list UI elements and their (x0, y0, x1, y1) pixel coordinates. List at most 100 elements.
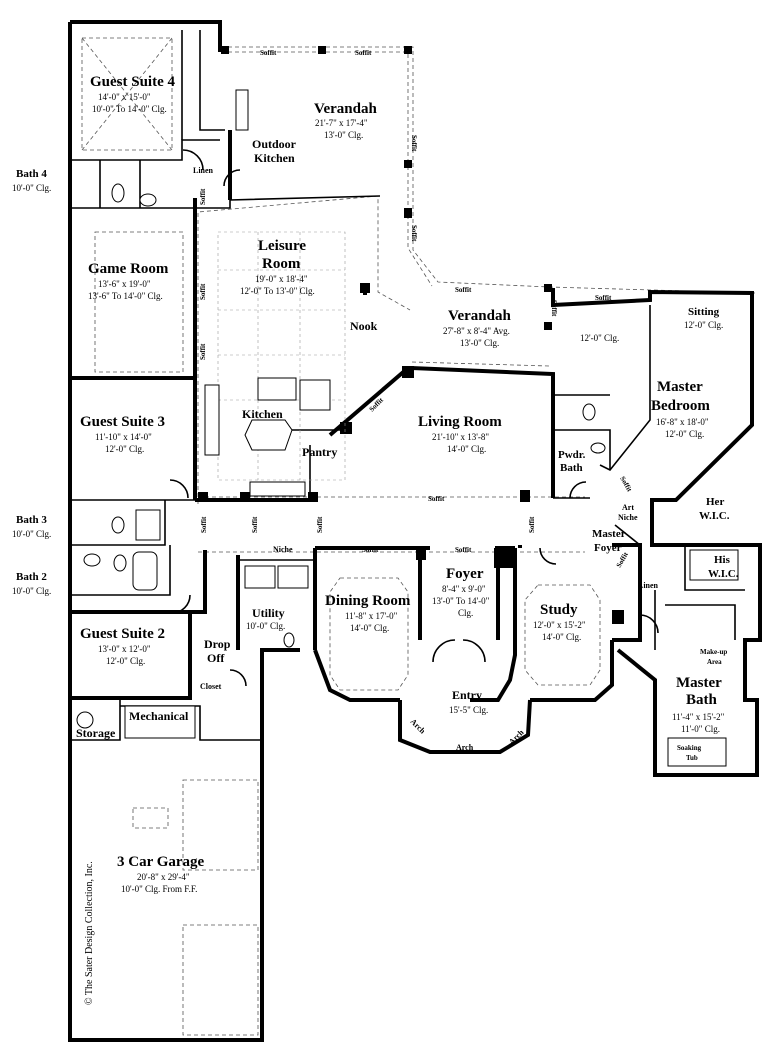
room-ceiling: 12'-0" Clg. (665, 429, 704, 439)
room-name-line2: Room (262, 256, 301, 272)
room-outdoor-kitchen: Outdoor Kitchen (252, 137, 297, 165)
room-name-line1: Master (657, 379, 703, 395)
room-bath-4: Bath 4 10'-0" Clg. (12, 168, 51, 193)
room-ceiling-line1: 13'-0" To 14'-0" (432, 596, 490, 606)
room-garage: 3 Car Garage 20'-8" x 29'-4" 10'-0" Clg.… (117, 854, 205, 894)
room-ceiling: 12'-0" Clg. (684, 320, 723, 330)
soffit-label: Soffit (355, 49, 372, 57)
room-dimensions: 14'-0" x 15'-0" (98, 92, 151, 102)
room-name: Verandah (448, 308, 511, 324)
room-dimensions: 11'-10" x 14'-0" (95, 432, 152, 442)
soffit-label: Soffit (199, 343, 207, 360)
game-room-ceiling (94, 231, 184, 373)
room-name: Utility (252, 606, 285, 620)
room-closet: Closet (200, 682, 222, 691)
room-name-line2: Niche (618, 513, 638, 522)
soffit-label: Soffit (199, 188, 207, 205)
room-name: Storage (76, 726, 116, 740)
room-verandah-mid: Verandah 27'-8" x 8'-4" Avg. 13'-0" Clg. (443, 308, 511, 348)
room-dimensions: 8'-4" x 9'-0" (442, 584, 486, 594)
garage-ceiling-panels (132, 779, 259, 1036)
room-soaking-tub: Soaking Tub (677, 744, 702, 762)
room-ceiling: 12'-0" Clg. (106, 656, 145, 666)
soffit-label: Soffit (199, 283, 207, 300)
room-name-line1: Master (592, 528, 626, 540)
fixtures (76, 89, 739, 767)
room-name: Sitting (688, 306, 720, 318)
room-bath-2: Bath 2 10'-0" Clg. (12, 571, 51, 596)
room-guest-suite-2: Guest Suite 2 13'-0" x 12'-0" 12'-0" Clg… (80, 626, 165, 666)
room-ceiling: 10'-0" Clg. (12, 183, 51, 193)
room-name: Kitchen (242, 407, 283, 421)
room-makeup-area: Make-up Area (700, 648, 727, 666)
study-ceiling-outline (524, 584, 601, 686)
room-game-room: Game Room 13'-6" x 19'-0" 13'-6" To 14'-… (88, 261, 169, 301)
room-dining-room: Dining Room 11'-8" x 17'-0" 14'-0" Clg. (325, 593, 411, 633)
interior-walls (70, 30, 745, 754)
soffit-label: Soffit (316, 516, 324, 533)
room-name: Linen (193, 166, 214, 175)
room-dimensions: 12'-0" x 15'-2" (533, 620, 586, 630)
exterior-walls (68, 20, 762, 1042)
room-name-line1: Master (676, 675, 722, 691)
room-ceiling: 10'-0" Clg. (12, 529, 51, 539)
room-guest-suite-3: Guest Suite 3 11'-10" x 14'-0" 12'-0" Cl… (80, 414, 165, 454)
room-guest-suite-4: Guest Suite 4 14'-0" x 15'-0" 10'-0" To … (90, 74, 176, 114)
room-dimensions: 13'-6" x 19'-0" (98, 279, 151, 289)
arch-label: Arch (409, 717, 428, 736)
room-dimensions: 11'-4" x 15'-2" (672, 712, 725, 722)
room-name: Bath 2 (16, 571, 47, 583)
room-art-niche: Art Niche (618, 503, 638, 522)
room-name: 3 Car Garage (117, 854, 205, 870)
room-dimensions: 20'-8" x 29'-4" (137, 872, 190, 882)
room-storage: Storage (76, 726, 116, 740)
room-ceiling: 13'-0" Clg. (460, 338, 499, 348)
room-name-line2: W.I.C. (699, 510, 730, 522)
room-name-line2: Bath (686, 692, 718, 708)
room-name-line1: Art (622, 503, 634, 512)
room-name-line1: Leisure (258, 238, 306, 254)
room-pwdr-bath: Pwdr. Bath (558, 449, 586, 474)
guest4-ceiling (81, 37, 173, 151)
room-pantry: Pantry (302, 445, 337, 459)
room-study: Study 12'-0" x 15'-2" 14'-0" Clg. (533, 602, 586, 642)
room-foyer: Foyer 8'-4" x 9'-0" 13'-0" To 14'-0" Clg… (432, 566, 490, 618)
soffit-label: Soffit (455, 286, 472, 294)
soffit-label: Soffit (428, 495, 445, 503)
room-name-line2: Area (707, 658, 722, 666)
dining-ceiling-outline (329, 577, 409, 691)
room-sitting: Sitting 12'-0" Clg. (684, 306, 723, 330)
room-name: Guest Suite 2 (80, 626, 165, 642)
room-linen-top: Linen (193, 166, 214, 175)
room-name: Game Room (88, 261, 169, 277)
room-name: Bath 3 (16, 514, 47, 526)
room-name: Verandah (314, 101, 377, 117)
room-master-bath: Master Bath 11'-4" x 15'-2" 11'-0" Clg. (672, 675, 725, 734)
room-ceiling: 14'-0" Clg. (350, 623, 389, 633)
soffit-label: Soffit (618, 475, 633, 494)
room-name-line1: Make-up (700, 648, 727, 656)
soffit-label: Soffit (410, 225, 418, 242)
soffit-label: Soffit (595, 294, 612, 302)
room-kitchen: Kitchen (242, 407, 283, 421)
copyright-text: © The Sater Design Collection, Inc. (84, 861, 95, 1005)
room-name: Entry (452, 688, 482, 702)
arch-label: Arch (456, 743, 474, 752)
room-name: Mechanical (129, 709, 189, 723)
room-living-room: Living Room 21'-10" x 13'-8" 14'-0" Clg. (418, 414, 502, 454)
room-dimensions: 27'-8" x 8'-4" Avg. (443, 326, 510, 336)
room-name: Study (540, 602, 578, 618)
room-name: Bath 4 (16, 168, 47, 180)
room-name: Linen (638, 581, 659, 590)
room-niche: Niche (273, 545, 293, 554)
room-name: Dining Room (325, 593, 411, 609)
room-dimensions: 16'-8" x 18'-0" (656, 417, 709, 427)
soffit-label: Soffit (200, 516, 208, 533)
room-dimensions: 19'-0" x 18'-4" (255, 274, 308, 284)
soffit-label: Soffit (528, 516, 536, 533)
room-name: Living Room (418, 414, 502, 430)
room-name-line2: Bedroom (651, 398, 710, 414)
room-ceiling: 10'-0" To 14'-0" Clg. (92, 104, 167, 114)
room-ceiling: 15'-5" Clg. (449, 705, 488, 715)
